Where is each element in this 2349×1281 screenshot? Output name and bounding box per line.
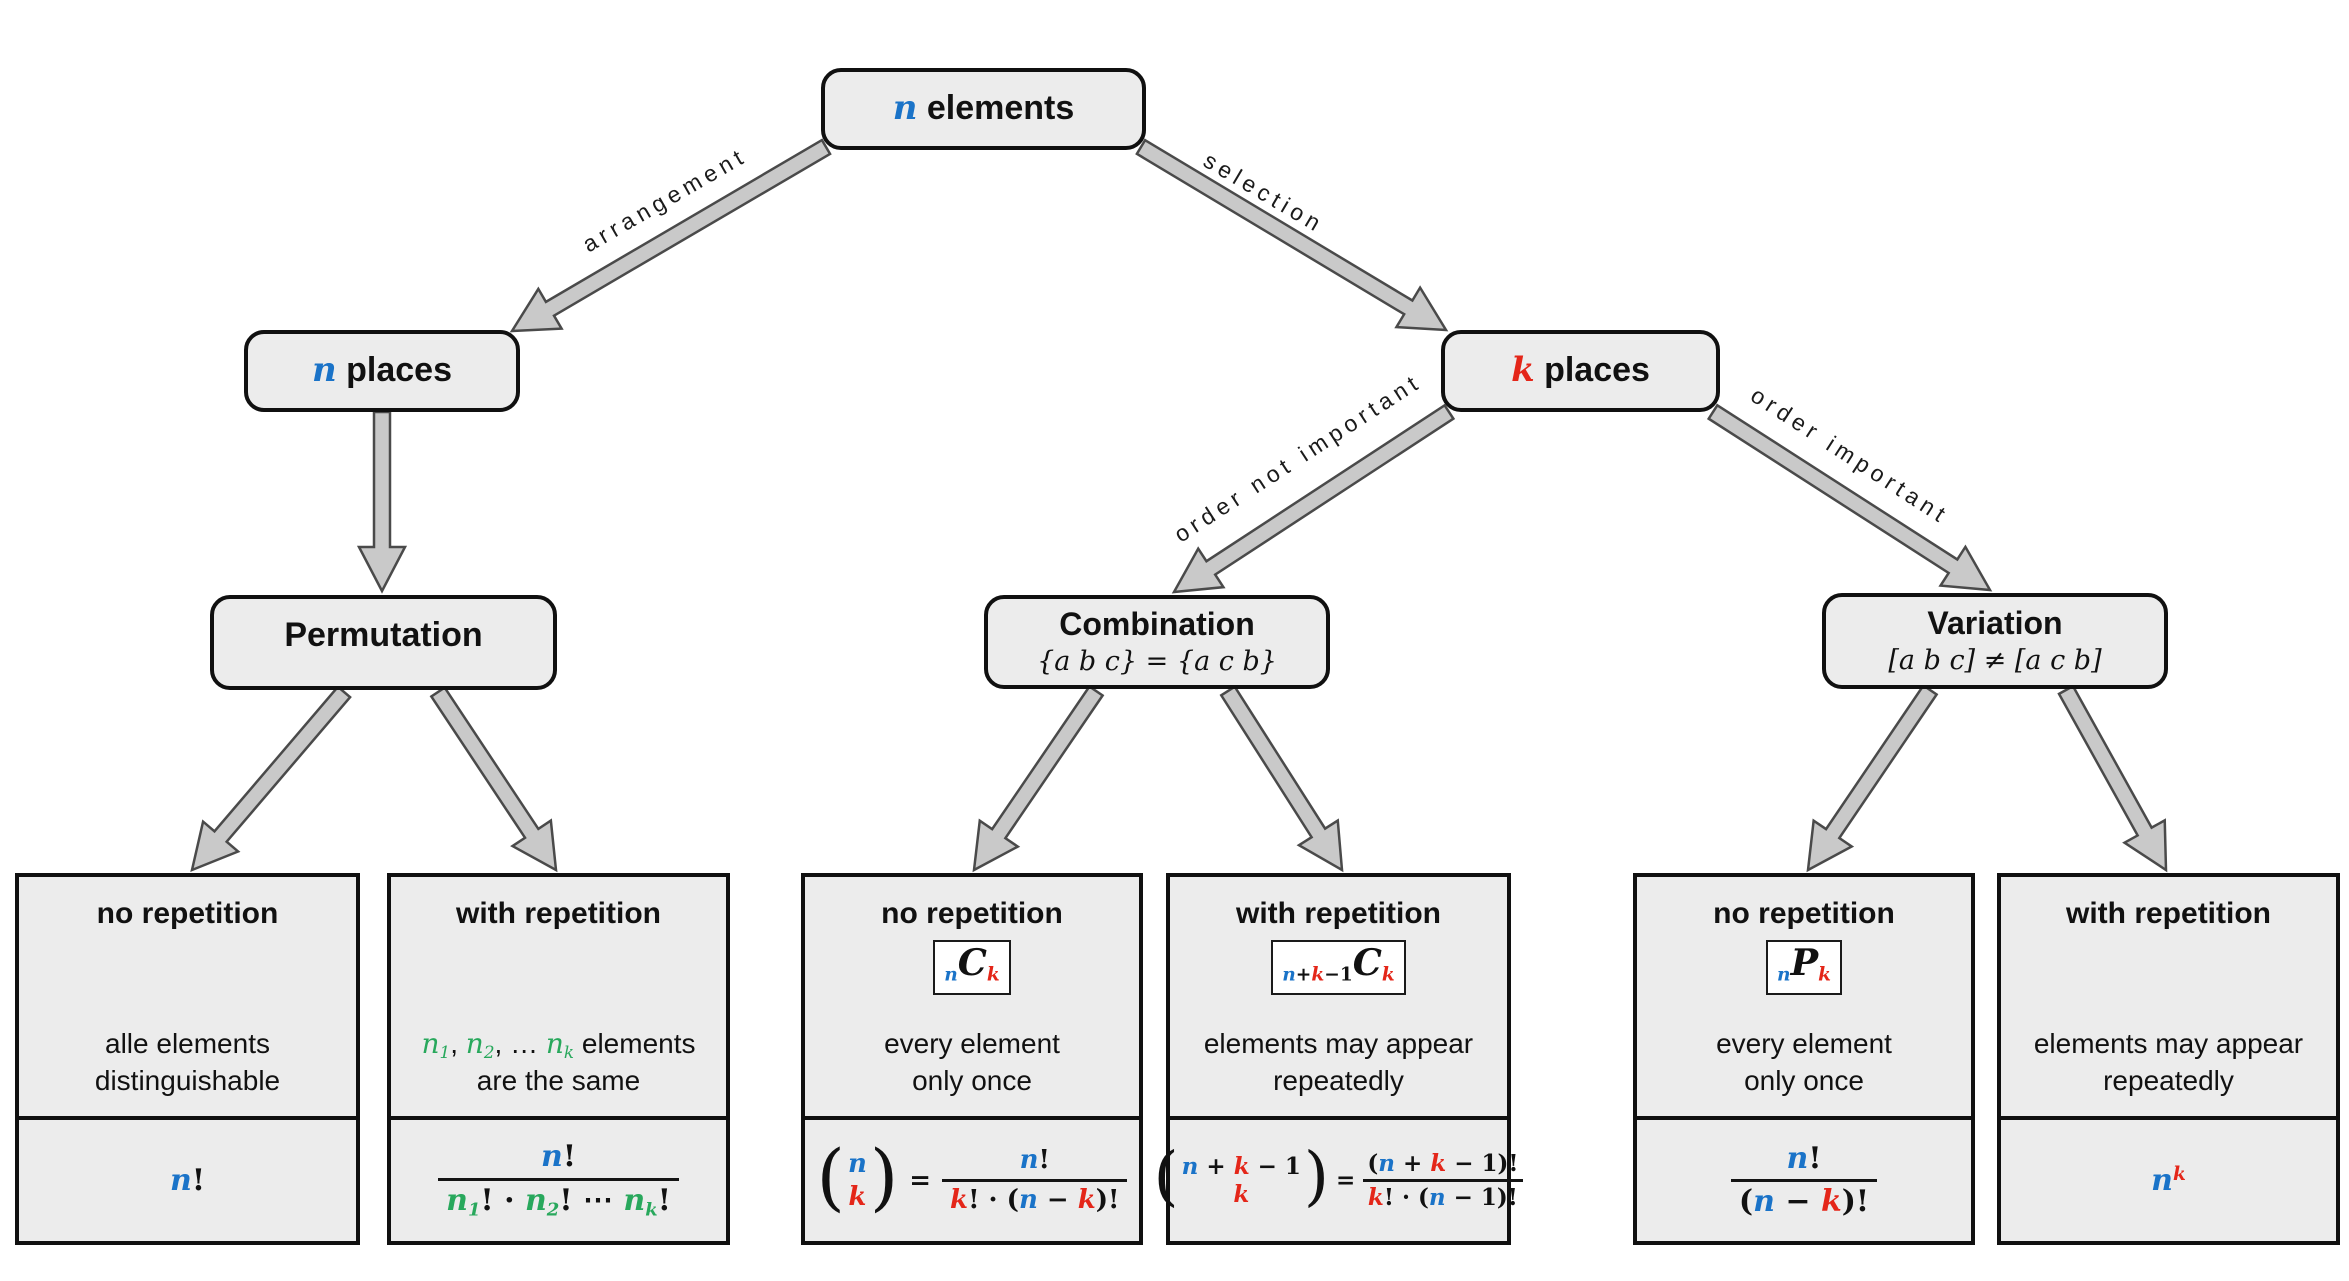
fraction: n! (n − k)! bbox=[1730, 1141, 1878, 1220]
card-permutation-with-repetition: with repetition n1, n2, … nk elements ar… bbox=[387, 873, 730, 1245]
arrow bbox=[190, 685, 352, 873]
arrow bbox=[429, 685, 558, 873]
card-title: no repetition bbox=[96, 897, 279, 930]
arrow bbox=[1806, 683, 1939, 873]
card-body: n1, n2, … nk elements are the same bbox=[421, 1026, 696, 1097]
node-subtitle: {a b c} = {a c b} bbox=[1037, 646, 1277, 678]
card-body: every element only once bbox=[884, 1028, 1060, 1097]
node-title: n elements bbox=[892, 88, 1075, 129]
card-title: with repetition bbox=[2066, 897, 2271, 930]
arrow bbox=[1171, 403, 1456, 594]
fraction: n! n1! · n2! ⋯ nk! bbox=[438, 1139, 679, 1221]
arrow bbox=[1706, 403, 1993, 592]
card-body: every element only once bbox=[1716, 1028, 1892, 1097]
node-title: Variation bbox=[1927, 604, 2063, 641]
card-top: with repetition n+k−1Ck elements may app… bbox=[1170, 877, 1507, 1116]
card-title: with repetition bbox=[456, 897, 661, 930]
arrow bbox=[509, 138, 832, 333]
card-top: no repetition alle elements distinguisha… bbox=[19, 877, 356, 1116]
card-combination-with-repetition: with repetition n+k−1Ck elements may app… bbox=[1154, 873, 1523, 1245]
card-formula: n! n1! · n2! ⋯ nk! bbox=[391, 1116, 726, 1241]
node-permutation: Permutation bbox=[210, 595, 557, 690]
card-variation-with-repetition: with repetition elements may appear repe… bbox=[1997, 873, 2340, 1245]
formula-badge-nCk: nCk bbox=[933, 940, 1011, 995]
var-k: k bbox=[1511, 350, 1535, 391]
fraction: (n + k − 1)! k! · (n − 1)! bbox=[1362, 1150, 1523, 1212]
node-title: n places bbox=[311, 350, 453, 391]
arrow bbox=[1219, 684, 1344, 873]
card-formula: n! (n − k)! bbox=[1637, 1116, 1971, 1241]
card-formula: n! bbox=[19, 1116, 356, 1241]
arrow bbox=[2057, 684, 2168, 873]
card-top: no repetition nCk every element only onc… bbox=[805, 877, 1139, 1116]
card-formula: ( n + k − 1 k ) = (n + k − 1)! k! · (n −… bbox=[1154, 1116, 1523, 1241]
card-permutation-no-repetition: no repetition alle elements distinguisha… bbox=[15, 873, 360, 1245]
card-formula: nk bbox=[2001, 1116, 2336, 1241]
card-variation-no-repetition: no repetition nPk every element only onc… bbox=[1633, 873, 1975, 1245]
node-n-elements: n elements bbox=[821, 68, 1146, 150]
node-n-places: n places bbox=[244, 330, 520, 412]
node-title: Combination bbox=[1059, 605, 1255, 642]
card-top: with repetition n1, n2, … nk elements ar… bbox=[391, 877, 726, 1116]
formula-badge-nPk: nPk bbox=[1766, 940, 1842, 995]
node-title: Permutation bbox=[284, 615, 483, 654]
formula-badge-n+k-1Ck: n+k−1Ck bbox=[1271, 940, 1406, 995]
var-n: n bbox=[311, 350, 337, 391]
node-combination: Combination {a b c} = {a c b} bbox=[984, 595, 1330, 689]
card-formula: ( n k ) = n! k! · (n − k)! bbox=[805, 1116, 1139, 1241]
card-combination-no-repetition: no repetition nCk every element only onc… bbox=[801, 873, 1143, 1245]
binomial: ( n + k − 1 k ) bbox=[1153, 1139, 1330, 1215]
arrow bbox=[1135, 138, 1449, 332]
card-title: no repetition bbox=[881, 897, 1063, 930]
card-top: no repetition nPk every element only onc… bbox=[1637, 877, 1971, 1116]
card-body: alle elements distinguishable bbox=[94, 1028, 281, 1097]
var-n: n bbox=[892, 88, 918, 129]
card-top: with repetition elements may appear repe… bbox=[2001, 877, 2336, 1116]
card-title: no repetition bbox=[1713, 897, 1895, 930]
card-body: elements may appear repeatedly bbox=[2033, 1028, 2304, 1097]
node-subtitle: [a b c] ≠ [a c b] bbox=[1888, 645, 2102, 677]
node-variation: Variation [a b c] ≠ [a c b] bbox=[1822, 593, 2168, 689]
node-k-places: k places bbox=[1441, 330, 1720, 412]
node-title: k places bbox=[1511, 350, 1650, 391]
binomial: ( n k ) bbox=[816, 1134, 899, 1220]
card-title: with repetition bbox=[1236, 897, 1441, 930]
fraction: n! k! · (n − k)! bbox=[942, 1145, 1128, 1216]
card-body: elements may appear repeatedly bbox=[1203, 1028, 1474, 1097]
arrow bbox=[356, 410, 408, 594]
arrow bbox=[972, 684, 1105, 873]
